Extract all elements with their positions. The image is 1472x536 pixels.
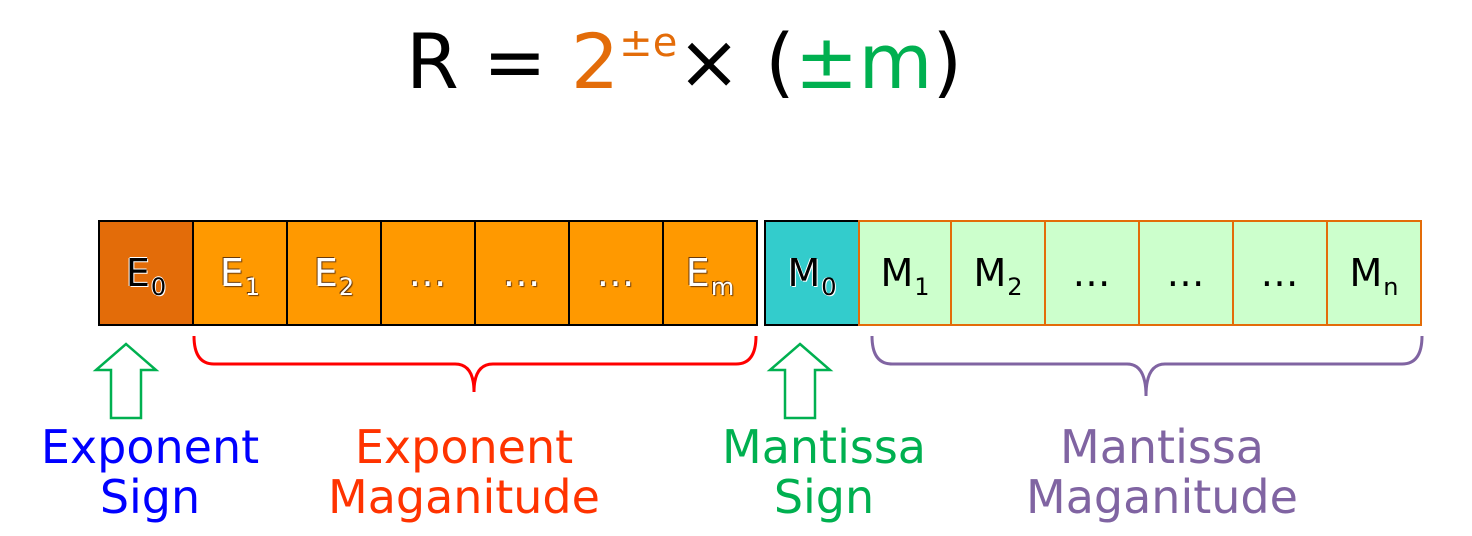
exponent-magnitude-cell: …	[474, 220, 570, 326]
cell-main: …	[1166, 251, 1205, 295]
label-line: Mantissa	[722, 420, 926, 474]
cell-main: M	[973, 251, 1007, 295]
mantissa-sign-arrow	[766, 342, 834, 420]
label-line: Mantissa	[1060, 420, 1264, 474]
label-line: Sign	[99, 470, 201, 524]
label-line: Maganitude	[328, 470, 600, 524]
cell-main: M	[787, 251, 821, 295]
formula-lhs: R =	[406, 17, 571, 106]
cell-main: E	[125, 251, 150, 295]
mantissa-magnitude-brace	[870, 335, 1424, 397]
cell-main: E	[685, 251, 710, 295]
cell-main: …	[1260, 251, 1299, 295]
cell-main: …	[502, 251, 541, 295]
formula-times: × (	[677, 17, 795, 106]
formula: R = 2±e× (±m)	[406, 12, 962, 112]
formula-exponent: ±e	[619, 20, 678, 66]
mantissa-magnitude-cell: …	[1232, 220, 1328, 326]
formula-base: 2	[570, 17, 620, 106]
cell-sub: 1	[244, 273, 261, 301]
cell-main: E	[313, 251, 338, 295]
cell-sub: 2	[1007, 273, 1023, 301]
cell-sub: 2	[338, 273, 355, 301]
cell-main: E	[219, 251, 244, 295]
label-line: Maganitude	[1026, 470, 1298, 524]
label-line: Exponent	[354, 420, 574, 474]
cell-main: …	[596, 251, 635, 295]
label-line: Sign	[773, 470, 875, 524]
exponent-magnitude-label: Exponent Maganitude	[314, 422, 614, 522]
cell-sub: 0	[821, 273, 837, 301]
cell-sub: m	[710, 273, 735, 301]
mantissa-magnitude-cell: …	[1138, 220, 1234, 326]
exponent-sign-label: Exponent Sign	[30, 422, 270, 522]
label-line: Exponent	[40, 420, 260, 474]
exponent-magnitude-cell: …	[380, 220, 476, 326]
cell-main: M	[880, 251, 914, 295]
cell-sub: 1	[914, 273, 930, 301]
mantissa-sign-label: Mantissa Sign	[704, 422, 944, 522]
cell-sub: 0	[150, 273, 167, 301]
formula-close: )	[932, 17, 963, 106]
cell-sub: n	[1383, 273, 1399, 301]
exponent-magnitude-brace	[192, 335, 758, 393]
cell-main: …	[408, 251, 447, 295]
mantissa-magnitude-cell: …	[1044, 220, 1140, 326]
cell-main: M	[1349, 251, 1383, 295]
mantissa-magnitude-label: Mantissa Maganitude	[1012, 422, 1312, 522]
exponent-sign-arrow	[92, 342, 160, 420]
cell-main: …	[1072, 251, 1111, 295]
formula-mantissa: ±m	[794, 17, 933, 106]
